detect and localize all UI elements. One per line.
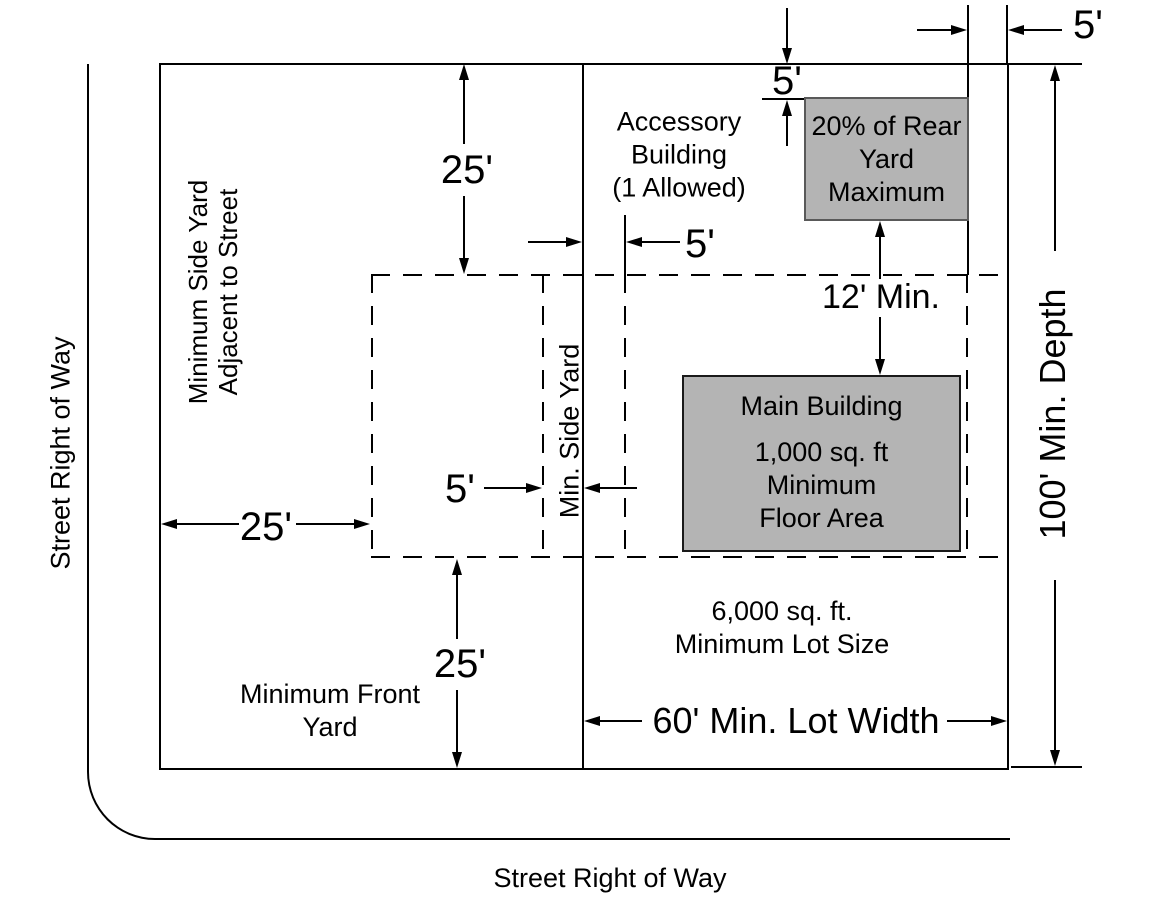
arrow-down-icon [875, 359, 885, 375]
setback-line-corner-left [371, 274, 373, 558]
arrow-down-icon [1050, 750, 1060, 766]
arrow-up-icon [459, 64, 469, 80]
dim-rear-lot-side-setback: 5' [1073, 3, 1103, 47]
dim-line [296, 523, 354, 525]
dim-rear-setback: 25' [440, 148, 494, 192]
arrow-down-icon [459, 258, 469, 274]
street-bottom-line [155, 838, 1010, 840]
dim-line [642, 241, 680, 243]
dim-line [600, 720, 642, 722]
top-extension-line [1009, 63, 1082, 65]
dim-line [528, 241, 566, 243]
arrow-right-icon [566, 237, 582, 247]
main-building-label: Minimum [766, 470, 877, 500]
dim-line [947, 720, 991, 722]
main-building-title: Main Building [740, 391, 903, 421]
arrow-left-icon [161, 519, 177, 529]
dim-line [463, 196, 465, 258]
dim-line [456, 690, 458, 752]
accessory-building-label: Yard Maximum [827, 143, 945, 207]
front-yard-line: Yard [302, 712, 358, 742]
right-inner-extension-line [967, 5, 969, 63]
lot-size-line: Minimum Lot Size [674, 629, 890, 659]
setback-line-corner-right [542, 274, 544, 558]
setback-line-rear [371, 274, 1009, 276]
dim-lot-depth: 100' Min. Depth [1032, 288, 1073, 540]
dim-lot-width: 60' Min. Lot Width [652, 700, 940, 742]
dim-line [786, 8, 788, 48]
dim-building-separation: 12' Min. [822, 278, 940, 317]
dim-street-side-setback: 25' [239, 505, 293, 549]
dim-interior-side-setback: 5' [445, 467, 475, 511]
arrow-right-icon [526, 483, 542, 493]
lot-divider-line [582, 63, 584, 770]
arrow-up-icon [875, 221, 885, 237]
dim-line [1054, 580, 1056, 750]
arrow-left-icon [584, 483, 600, 493]
arrow-right-icon [951, 25, 967, 35]
street-left-label: Street Right of Way [45, 336, 76, 570]
lot-size-line: 6,000 sq. ft. [711, 596, 853, 626]
setback-line-front [371, 556, 1004, 558]
setback-line-interior-left [624, 274, 626, 558]
arrow-up-icon [452, 559, 462, 575]
arrow-down-icon [782, 48, 792, 64]
arrow-right-icon [991, 716, 1007, 726]
dim-accessory-side-setback: 5' [685, 222, 715, 266]
arrow-up-icon [782, 100, 792, 116]
main-building: Main Building 1,000 sq. ft Minimum Floor… [682, 375, 961, 552]
accessory-note-line: Building [630, 139, 728, 170]
dim-front-setback: 25' [433, 642, 487, 686]
dim-line [879, 237, 881, 279]
main-building-label: 1,000 sq. ft [754, 437, 889, 467]
arrow-up-icon [1050, 65, 1060, 81]
accessory-note: Accessory Building (1 Allowed) [612, 106, 746, 205]
dim-line [1024, 29, 1062, 31]
dim-accessory-rear-setback: 5' [772, 59, 802, 103]
front-yard-line: Minimum Front [239, 679, 421, 709]
accessory-note-line: (1 Allowed) [612, 172, 746, 203]
arrow-left-icon [584, 716, 600, 726]
dim-line [600, 487, 637, 489]
main-building-label: Floor Area [759, 503, 884, 533]
side-yard-extension-line [624, 215, 626, 275]
street-left-line [87, 64, 157, 840]
dim-line [484, 487, 526, 489]
arrow-left-icon [1008, 25, 1024, 35]
front-yard-note: Minimum Front Yard [240, 678, 420, 744]
corner-side-yard-label: Minimum Side Yard Adjacent to Street [183, 180, 243, 404]
dim-line [879, 317, 881, 359]
dim-line [786, 116, 788, 146]
arrow-left-icon [626, 237, 642, 247]
corner-side-yard-line: Adjacent to Street [213, 188, 243, 396]
dim-line [463, 80, 465, 144]
accessory-top-extension-tick [762, 98, 805, 100]
lot-size-note: 6,000 sq. ft. Minimum Lot Size [675, 595, 890, 661]
min-side-yard-label: Min. Side Yard [554, 343, 585, 519]
dim-line [456, 575, 458, 639]
lot-boundary [159, 63, 1009, 770]
right-outer-extension-line [1006, 5, 1008, 63]
accessory-note-line: Accessory [616, 106, 742, 137]
accessory-building: 20% of Rear Yard Maximum [804, 97, 969, 221]
arrow-right-icon [354, 519, 370, 529]
dim-line [177, 523, 239, 525]
corner-side-yard-line: Minimum Side Yard [183, 179, 213, 405]
street-bottom-label: Street Right of Way [493, 862, 727, 893]
arrow-down-icon [452, 752, 462, 768]
dim-line [917, 29, 951, 31]
bottom-extension-line [1011, 766, 1082, 768]
setback-line-interior-right [966, 274, 968, 558]
accessory-building-label: 20% of Rear [811, 110, 962, 141]
dim-line [1054, 81, 1056, 251]
